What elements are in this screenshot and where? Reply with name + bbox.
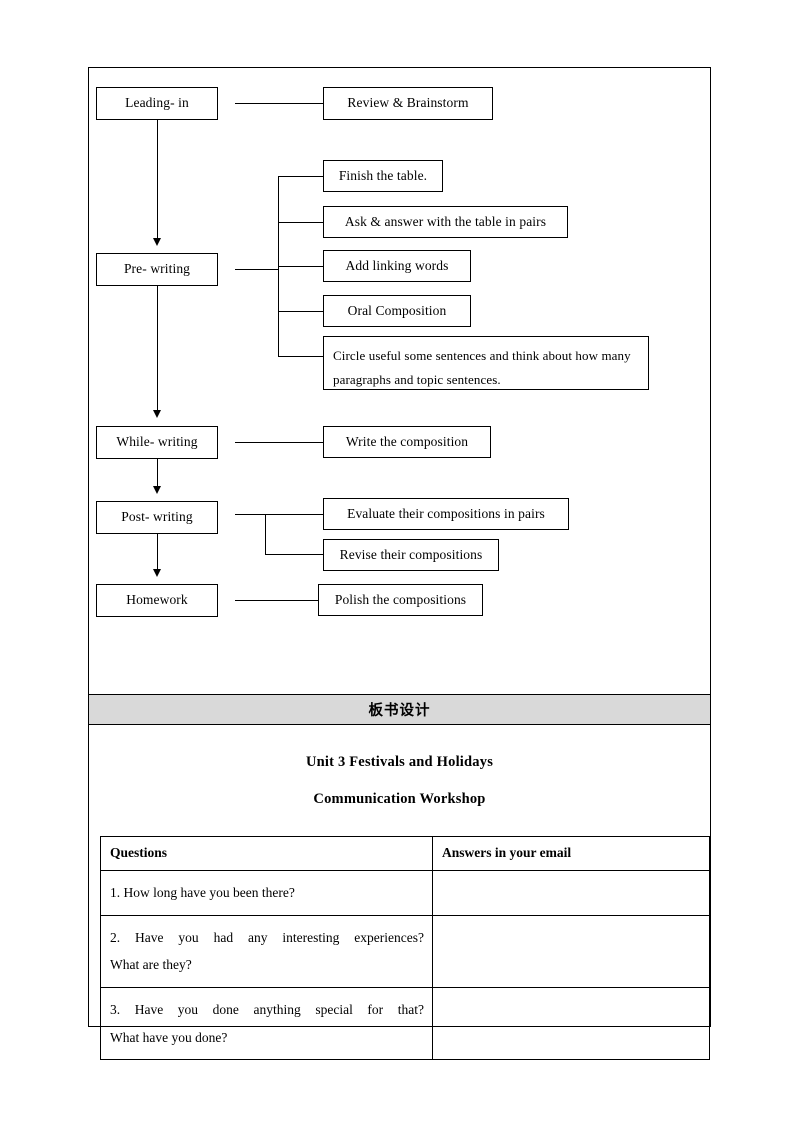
connector-homework: [235, 600, 318, 601]
arrow-head-icon: [152, 410, 161, 418]
table-row: 1. How long have you been there?: [100, 869, 710, 916]
question-line: What are they?: [110, 957, 192, 973]
question-line: 3. Have you done anything special for th…: [110, 1001, 424, 1017]
connector-while-writing: [235, 442, 323, 443]
activity-label: Circle useful some sentences and think a…: [333, 348, 631, 388]
activity-box-circle-useful-sentences: Circle useful some sentences and think a…: [323, 336, 649, 390]
activity-label: Polish the compositions: [334, 591, 467, 607]
activity-label: Revise their compositions: [339, 546, 483, 562]
arrow-leading-in-to-pre-writing: [157, 120, 158, 239]
connector-pre-writing-branch-2: [278, 222, 323, 223]
activity-box-evaluate-compositions: Evaluate their compositions in pairs: [323, 498, 569, 530]
table-row: 3. Have you done anything special for th…: [100, 986, 710, 1061]
connector-post-writing-stem: [235, 514, 265, 515]
document-frame: Leading- in Pre- writing While- writing …: [88, 67, 711, 1061]
activity-label: Write the composition: [345, 433, 469, 449]
arrow-pre-writing-to-while-writing: [157, 286, 158, 411]
column-header-questions: Questions: [100, 836, 433, 871]
board-heading-workshop: Communication Workshop: [313, 791, 486, 807]
section-banner-board-design: 板书设计: [89, 694, 710, 725]
question-cell: 1. How long have you been there?: [100, 869, 433, 916]
arrow-post-writing-to-homework: [157, 534, 158, 570]
connector-pre-writing-stem: [235, 269, 278, 270]
board-heading-unit: Unit 3 Festivals and Holidays: [305, 754, 494, 770]
activity-label: Review & Brainstorm: [347, 95, 469, 111]
activity-box-oral-composition: Oral Composition: [323, 295, 471, 327]
connector-pre-writing-branch-5: [278, 356, 323, 357]
connector-leading-in: [235, 103, 323, 104]
questions-answers-table: Questions Answers in your email 1. How l…: [100, 836, 710, 1061]
question-line: 1. How long have you been there?: [110, 884, 295, 900]
arrow-head-icon: [152, 486, 161, 494]
activity-box-review-brainstorm: Review & Brainstorm: [323, 87, 493, 120]
question-line: 2. Have you had any interesting experien…: [110, 929, 424, 945]
activity-label: Finish the table.: [338, 167, 428, 183]
table-row: 2. Have you had any interesting experien…: [100, 914, 710, 988]
column-header-answers: Answers in your email: [432, 836, 710, 871]
connector-pre-writing-branch-4: [278, 311, 323, 312]
connector-post-writing-branch-2: [265, 554, 323, 555]
connector-post-writing-branch-1: [265, 514, 323, 515]
lesson-procedure-flowchart: Leading- in Pre- writing While- writing …: [89, 68, 710, 694]
activity-label: Add linking words: [345, 257, 449, 273]
stage-box-leading-in: Leading- in: [96, 87, 218, 120]
stage-label: Leading- in: [125, 95, 189, 111]
stage-box-homework: Homework: [96, 584, 218, 617]
connector-pre-writing-branch-1: [278, 176, 323, 177]
activity-box-polish-compositions: Polish the compositions: [318, 584, 483, 616]
arrow-while-writing-to-post-writing: [157, 459, 158, 487]
connector-pre-writing-branch-3: [278, 266, 323, 267]
stage-label: Pre- writing: [123, 261, 191, 277]
arrow-head-icon: [152, 569, 161, 577]
stage-label: While- writing: [116, 434, 198, 450]
activity-box-revise-compositions: Revise their compositions: [323, 539, 499, 571]
activity-box-add-linking-words: Add linking words: [323, 250, 471, 282]
stage-label: Post- writing: [121, 509, 193, 525]
activity-box-finish-the-table: Finish the table.: [323, 160, 443, 192]
activity-label: Evaluate their compositions in pairs: [347, 505, 545, 521]
question-cell: 3. Have you done anything special for th…: [100, 986, 433, 1061]
activity-label: Oral Composition: [347, 302, 447, 318]
answer-cell[interactable]: [432, 914, 710, 988]
connector-post-writing-spine: [265, 514, 266, 554]
activity-box-ask-answer-in-pairs: Ask & answer with the table in pairs: [323, 206, 568, 238]
answer-cell[interactable]: [432, 986, 710, 1061]
arrow-head-icon: [152, 238, 161, 246]
stage-box-post-writing: Post- writing: [96, 501, 218, 534]
stage-label: Homework: [126, 592, 188, 608]
board-design-content: Unit 3 Festivals and Holidays Communicat…: [89, 725, 710, 1061]
question-line: What have you done?: [110, 1029, 228, 1045]
question-cell: 2. Have you had any interesting experien…: [100, 914, 433, 988]
stage-box-pre-writing: Pre- writing: [96, 253, 218, 286]
stage-box-while-writing: While- writing: [96, 426, 218, 459]
activity-box-write-the-composition: Write the composition: [323, 426, 491, 458]
banner-title: 板书设计: [368, 703, 431, 719]
activity-label: Ask & answer with the table in pairs: [344, 213, 547, 229]
answer-cell[interactable]: [432, 869, 710, 916]
table-header-row: Questions Answers in your email: [100, 836, 710, 871]
